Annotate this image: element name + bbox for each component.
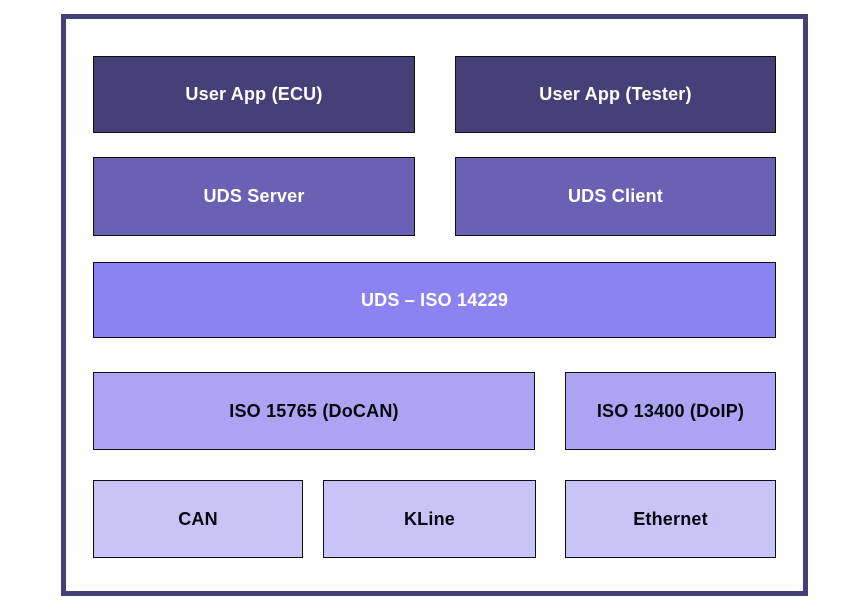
box-uds-client: UDS Client: [455, 157, 776, 236]
box-kline: KLine: [323, 480, 536, 558]
box-iso13400-doip-label: ISO 13400 (DoIP): [596, 400, 745, 421]
box-user-app-tester: User App (Tester): [455, 56, 776, 133]
box-uds-iso14229-label: UDS – ISO 14229: [360, 289, 509, 310]
box-user-app-ecu-label: User App (ECU): [185, 84, 323, 104]
box-iso15765-docan-label: ISO 15765 (DoCAN): [229, 400, 399, 421]
box-can-label: CAN: [178, 508, 218, 529]
box-kline-label: KLine: [403, 508, 455, 529]
box-uds-server-label: UDS Server: [203, 186, 305, 206]
box-uds-iso14229: UDS – ISO 14229: [93, 262, 776, 338]
box-iso15765-docan: ISO 15765 (DoCAN): [93, 372, 535, 450]
box-user-app-tester-label: User App (Tester): [539, 84, 692, 104]
box-iso13400-doip: ISO 13400 (DoIP): [565, 372, 776, 450]
box-user-app-ecu: User App (ECU): [93, 56, 415, 133]
box-ethernet-label: Ethernet: [633, 508, 708, 529]
box-uds-client-label: UDS Client: [567, 186, 663, 206]
box-ethernet: Ethernet: [565, 480, 776, 558]
box-uds-server: UDS Server: [93, 157, 415, 236]
box-can: CAN: [93, 480, 303, 558]
